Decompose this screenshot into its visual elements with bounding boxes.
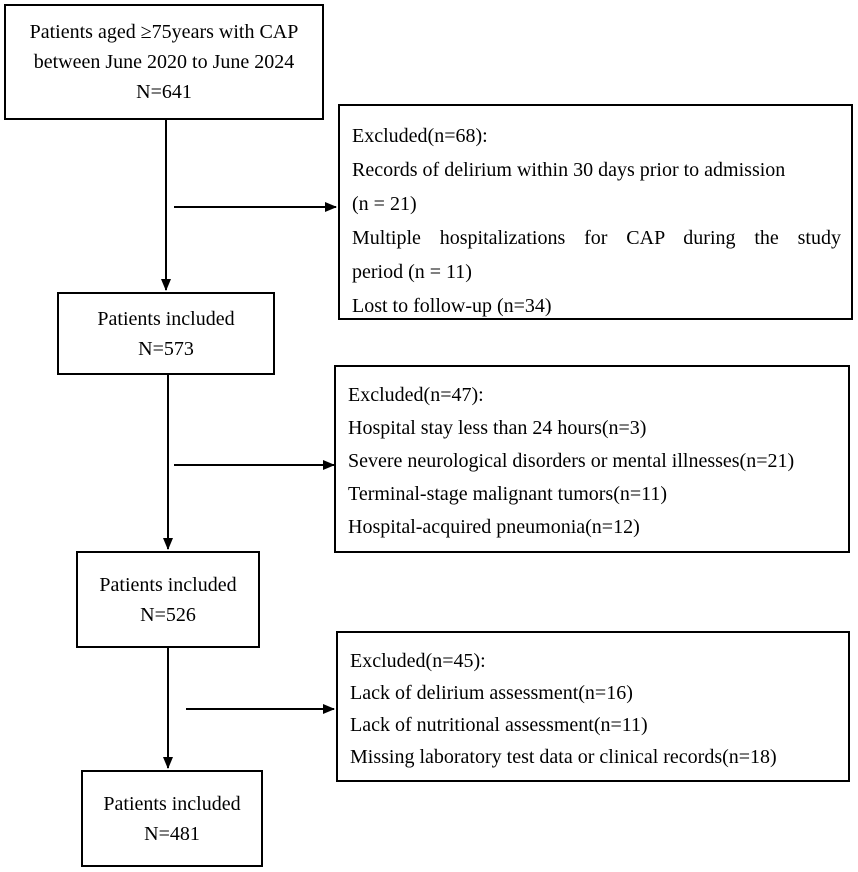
included-box-1: Patients included N=573 [57,292,275,375]
included3-count: N=481 [144,822,200,845]
excluded1-line-4: period (n = 11) [352,261,472,283]
included1-count: N=573 [138,337,194,360]
included-box-2: Patients included N=526 [76,551,260,648]
excluded-box-3: Excluded(n=45): Lack of delirium assessm… [336,631,850,782]
excluded1-line-1: Records of delirium within 30 days prior… [352,159,786,181]
included2-label: Patients included [99,573,237,596]
included-box-3: Patients included N=481 [81,770,263,867]
excluded3-heading: Excluded(n=45): [350,650,486,672]
excluded3-line-1: Lack of delirium assessment(n=16) [350,682,633,704]
excluded2-line-2: Severe neurological disorders or mental … [348,450,795,472]
excluded2-line-3: Terminal-stage malignant tumors(n=11) [348,483,668,505]
excluded3-line-3: Missing laboratory test data or clinical… [350,746,777,768]
excluded2-line-1: Hospital stay less than 24 hours(n=3) [348,417,647,439]
included1-label: Patients included [97,307,235,330]
excluded1-line-5: Lost to follow-up (n=34) [352,295,552,317]
excluded1-line-3: Multiple hospitalizations for CAP during… [352,227,841,249]
start-line-2: between June 2020 to June 2024 [33,51,295,73]
included3-label: Patients included [103,792,241,815]
start-box: Patients aged ≥75years with CAP between … [4,4,324,120]
excluded1-line-2: (n = 21) [352,193,417,215]
excluded2-heading: Excluded(n=47): [348,384,484,406]
start-line-3: N=641 [136,81,192,103]
excluded3-line-2: Lack of nutritional assessment(n=11) [350,714,648,736]
start-line-1: Patients aged ≥75years with CAP [29,21,299,43]
included2-count: N=526 [140,603,196,626]
excluded1-heading: Excluded(n=68): [352,125,488,147]
excluded-box-1: Excluded(n=68): Records of delirium with… [338,104,853,320]
excluded2-line-4: Hospital-acquired pneumonia(n=12) [348,516,640,538]
excluded-box-2: Excluded(n=47): Hospital stay less than … [334,365,850,553]
